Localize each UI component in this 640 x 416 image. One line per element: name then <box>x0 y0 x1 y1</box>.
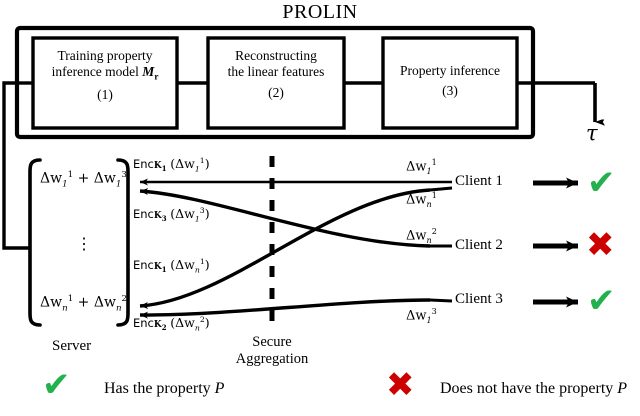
server-vdots: ⋮ <box>76 236 92 253</box>
stage-1-line1: Training property <box>57 48 153 63</box>
feedback-path <box>2 81 30 250</box>
client-1-verdict-check-icon: ✔ <box>587 163 616 203</box>
server-bracket-left <box>28 158 42 327</box>
legend-cross-icon: ✖ <box>386 365 415 405</box>
model-symbol: Mr <box>142 64 159 83</box>
server-bracket-right <box>116 158 130 327</box>
flow-client1-to-server-b <box>139 188 431 309</box>
client-1-update-2: Δwn1 <box>406 191 437 209</box>
legend-check-icon: ✔ <box>42 365 71 405</box>
figure-title: PROLIN <box>282 1 358 23</box>
flow-client2-to-server <box>139 188 431 248</box>
server-aggregate-row-2: Δwn1 + Δwn2 <box>40 294 128 314</box>
stage-2-label: Reconstructing the linear features (2) <box>208 48 344 101</box>
client-2-update-1: Δwn2 <box>406 227 437 245</box>
stage-2-line2: the linear features <box>227 64 325 80</box>
client-stub-lines <box>429 180 453 303</box>
server-aggregate-row-1: Δw11 + Δw13 <box>40 170 127 190</box>
client-3-update-1: Δw13 <box>406 307 437 325</box>
message-label-3: EncK1 (Δwn1) <box>133 257 210 275</box>
legend-check-text: Has the property P <box>104 380 225 397</box>
flow-client3-to-server <box>139 298 431 319</box>
tau-output-label: τ <box>586 121 598 145</box>
client-3-verdict-check-icon: ✔ <box>587 281 616 321</box>
secure-aggregation-line2: Aggregation <box>235 351 309 368</box>
stage-1-line2: inference model Mr <box>51 64 159 83</box>
client-1-update-1: Δw11 <box>406 158 437 176</box>
stage-1-number: (1) <box>97 87 113 103</box>
stage-1-label: Training property inference model Mr (1) <box>33 48 177 104</box>
message-label-1: EncK1 (Δw11) <box>133 156 210 174</box>
message-label-2: EncK3 (Δw13) <box>133 206 210 224</box>
legend-cross-text: Does not have the property P <box>440 380 628 397</box>
message-label-4: EncK2 (Δwn2) <box>133 315 210 333</box>
client-1-label: Client 1 <box>455 173 503 189</box>
stage-3-number: (3) <box>442 83 458 99</box>
client-3-label: Client 3 <box>455 291 503 307</box>
stage-3-label: Property inference (3) <box>383 63 517 100</box>
secure-aggregation-label: Secure Aggregation <box>212 334 332 368</box>
stage-3-line1: Property inference <box>399 63 501 78</box>
secure-aggregation-line1: Secure <box>252 334 292 350</box>
stage-2-line1: Reconstructing <box>235 48 317 63</box>
client-2-label: Client 2 <box>455 237 503 253</box>
server-label: Server <box>52 338 92 354</box>
stage-box-2[interactable] <box>206 36 346 130</box>
client-2-verdict-cross-icon: ✖ <box>586 225 615 265</box>
stage-2-number: (2) <box>268 84 284 100</box>
